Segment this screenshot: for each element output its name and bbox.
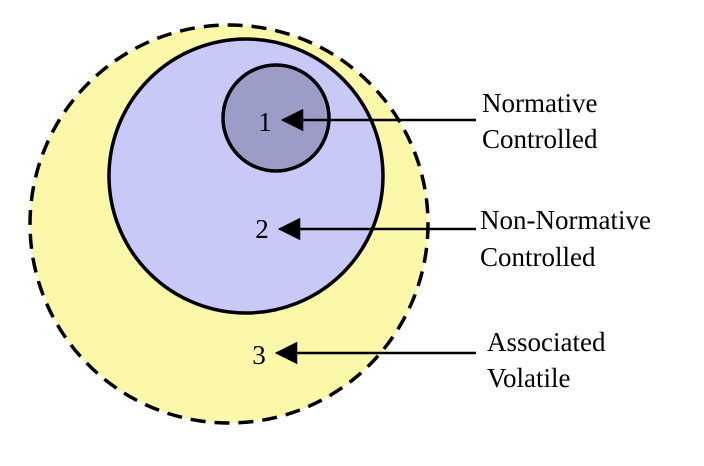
- region-3-number: 3: [252, 340, 266, 370]
- region-3-label-line2: Volatile: [487, 363, 571, 393]
- region-2-label-line1: Non-Normative: [480, 205, 651, 235]
- region-1-label-line1: Normative: [482, 88, 597, 118]
- region-2-number: 2: [255, 214, 269, 244]
- region-3-label-line1: Associated: [487, 327, 606, 357]
- region-1-number: 1: [258, 107, 272, 137]
- region-2-label-line2: Controlled: [480, 242, 596, 272]
- region-1-circle: [221, 63, 331, 173]
- region-1-label-line2: Controlled: [482, 124, 598, 154]
